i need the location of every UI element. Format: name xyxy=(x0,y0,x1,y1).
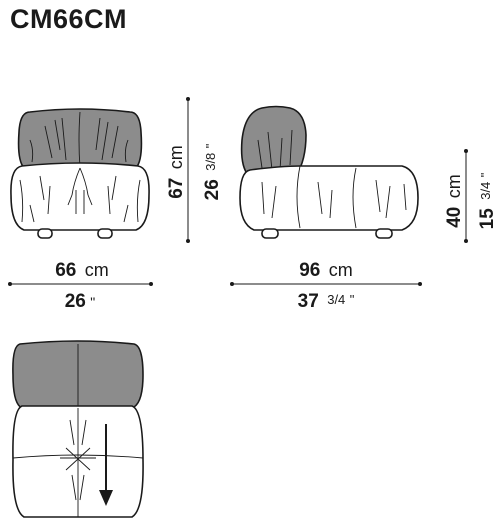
total-height-imperial: 26 3/8 " xyxy=(202,143,223,200)
dimension-lines xyxy=(8,97,468,286)
side-depth-metric: 96 cm xyxy=(299,260,353,281)
front-back-cushion xyxy=(17,108,143,169)
side-depth-imperial: 37 3/4 " xyxy=(298,291,355,312)
front-view xyxy=(10,108,150,239)
side-foot-left xyxy=(261,228,279,239)
side-seat-creases xyxy=(261,165,407,229)
side-seat-cushion xyxy=(239,165,419,231)
svg-text:40 cm: 40 cm xyxy=(444,174,465,228)
front-seat-cushion xyxy=(10,162,150,231)
front-width-imperial: 26 " xyxy=(65,291,96,312)
top-view xyxy=(12,340,144,518)
front-foot-right xyxy=(97,228,113,239)
seating-direction-arrow-icon xyxy=(99,424,113,506)
product-code-title: CM66CM xyxy=(10,4,128,34)
side-back-cushion-creases xyxy=(257,129,293,171)
total-height-metric: 67 cm xyxy=(166,145,187,199)
seat-height-metric: 40 cm xyxy=(444,174,465,228)
svg-text:26 3/8 ": 26 3/8 " xyxy=(202,143,223,200)
front-width-metric: 66 cm xyxy=(55,260,109,281)
svg-text:67 cm: 67 cm xyxy=(166,145,187,199)
side-view xyxy=(239,105,419,239)
seat-height-imperial: 15 3/4 " xyxy=(477,172,498,229)
top-seat-creases xyxy=(12,408,144,517)
front-foot-left xyxy=(37,228,53,239)
side-back-cushion xyxy=(240,105,307,177)
front-seat-creases xyxy=(19,167,141,223)
svg-text:15 3/4 ": 15 3/4 " xyxy=(477,172,498,229)
side-foot-right xyxy=(375,228,393,239)
